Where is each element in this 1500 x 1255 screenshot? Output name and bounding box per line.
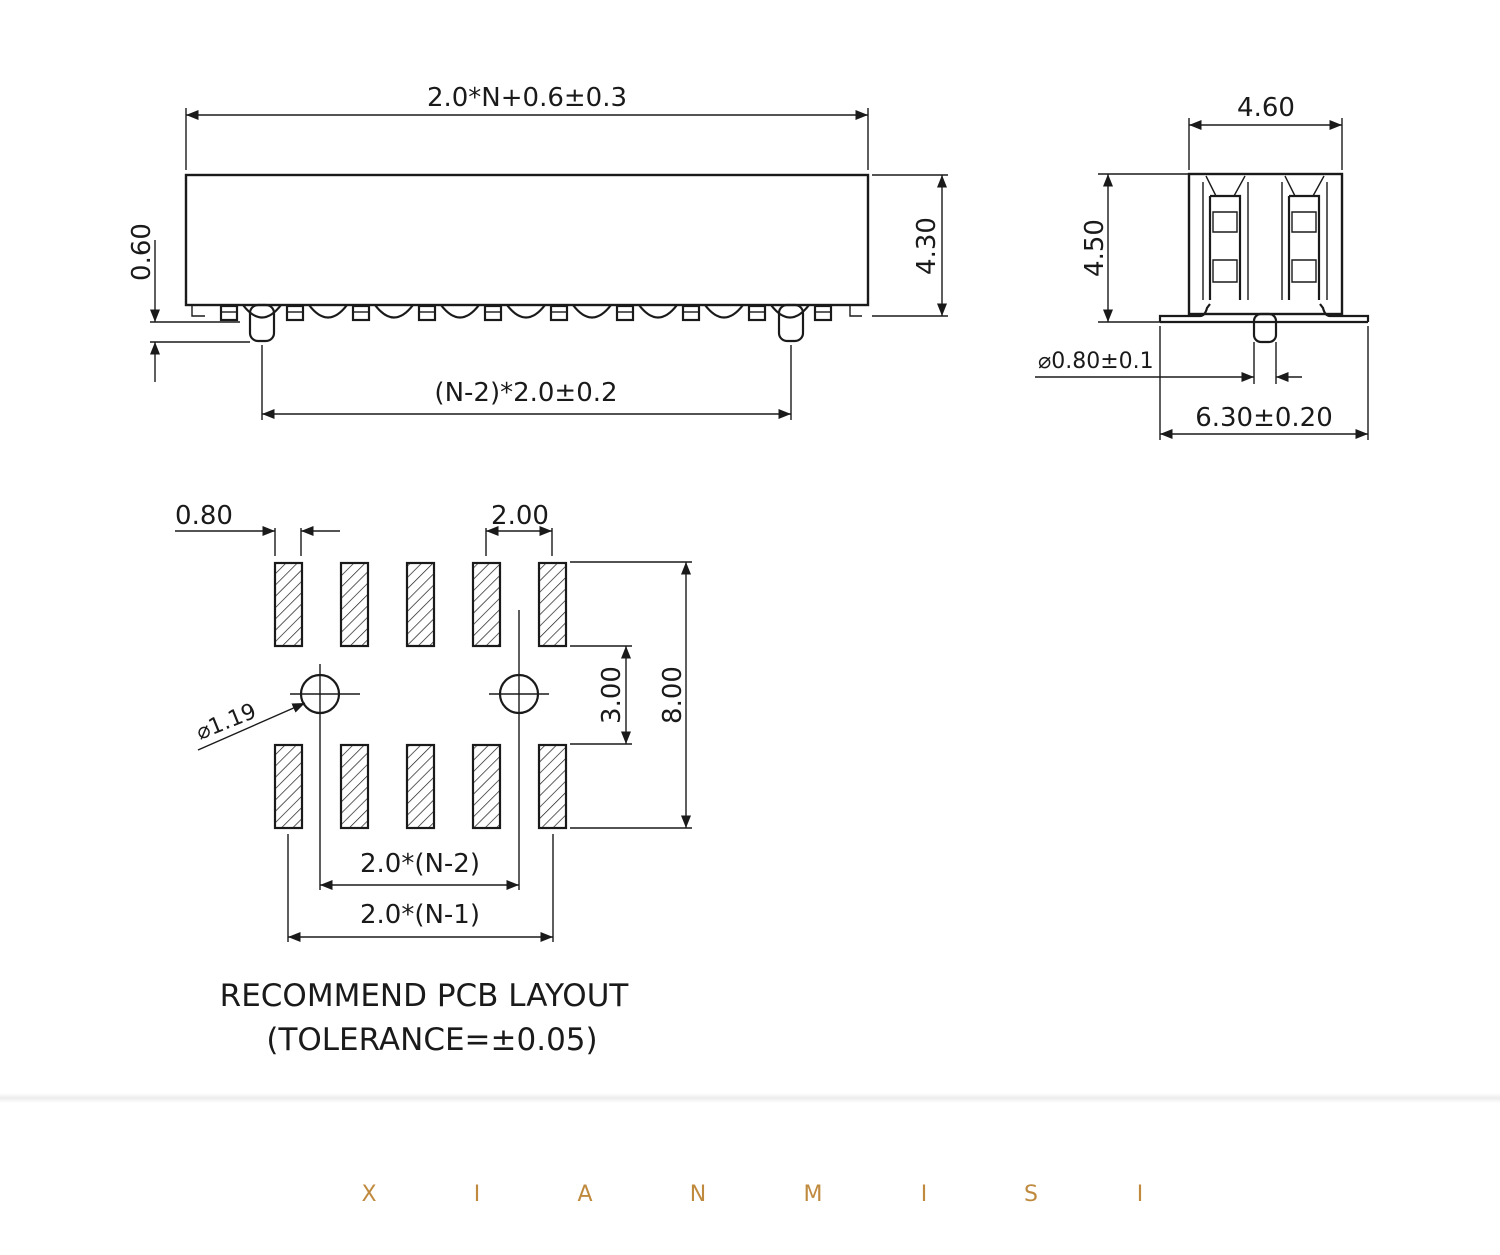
pcb-pad [471,561,502,648]
brand-letter: X [361,1182,377,1207]
pcb-pad [339,743,370,830]
pcb-pad [471,743,502,830]
hole-spacing-label: 2.0*(N-2) [360,849,480,879]
peg-pitch-label: (N-2)*2.0±0.2 [434,378,617,408]
overall-span-label: 8.00 [658,666,688,724]
brand-letter: M [803,1182,823,1207]
overall-length-label: 2.0*N+0.6±0.3 [427,83,627,113]
terminal-scallop [704,304,744,319]
terminal [615,304,635,322]
locating-peg-left [248,303,276,343]
terminal [747,304,767,322]
end-view: 4.60 4.50 [1035,93,1370,440]
terminal-scallop [374,304,414,319]
pcb-pad [537,561,568,648]
terminal [417,304,437,322]
terminal-row [191,304,862,322]
terminal-scallop [242,304,282,319]
locating-peg-right [777,303,805,343]
pcb-pad [405,743,436,830]
brand-wordmark: X I A N M I S I [0,1182,1500,1212]
peg-diameter-label: ⌀0.80±0.1 [1038,349,1154,374]
pad-array [273,561,568,830]
brand-letter: I [473,1182,481,1207]
end-width-label: 4.60 [1237,93,1295,123]
terminal [483,304,503,322]
terminal-scallop [770,304,810,319]
terminal-scallop [308,304,348,319]
terminal-scallop [440,304,480,319]
pcb-pad [273,743,304,830]
end-peg [1252,312,1278,344]
pcb-pad [273,561,304,648]
end-height-label: 4.50 [1080,219,1110,277]
pcb-layout-tolerance: (TOLERANCE=±0.05) [266,1022,597,1058]
pcb-pad [405,561,436,648]
pad-pitch-label: 2.00 [491,501,549,531]
terminal [351,304,371,322]
end-body [1187,172,1344,316]
terminal [681,304,701,322]
solder-tab-right [1319,303,1370,322]
side-view: 2.0*N+0.6±0.3 4.30 0.60 (N-2)*2.0±0.2 [127,83,948,420]
terminal [219,304,239,322]
hole-diameter-leader [197,702,306,751]
terminal [549,304,569,322]
pad-span-label: 2.0*(N-1) [360,900,480,930]
pcb-layout-title: RECOMMEND PCB LAYOUT [220,978,630,1014]
pcb-pad [339,561,370,648]
contact-left [1202,175,1249,300]
terminal-scallop [506,304,546,319]
footprint-width-label: 6.30±0.20 [1195,403,1333,433]
brand-letter: N [689,1182,707,1207]
contact-right [1281,175,1328,300]
pad-width-label: 0.80 [175,501,233,531]
terminal-scallop [638,304,678,319]
technical-drawing: 2.0*N+0.6±0.3 4.30 0.60 (N-2)*2.0±0.2 4.… [127,83,1370,1058]
pcb-pad [537,743,568,830]
brand-letter: I [1136,1182,1144,1207]
section-divider [0,1093,1500,1103]
brand-letter: A [577,1182,593,1207]
terminal [285,304,305,322]
terminal [813,304,833,322]
brand-letter: I [920,1182,928,1207]
connector-body [184,173,870,307]
pcb-layout: 0.80 2.00 ⌀1.19 3.00 8.00 2.0*(N-2) 2.0*… [175,501,692,1058]
terminal-scallop [572,304,612,319]
row-gap-label: 3.00 [597,666,627,724]
hole-diameter-label: ⌀1.19 [193,699,260,745]
height-label: 4.30 [912,217,942,275]
pin-offset-label: 0.60 [127,223,157,281]
solder-tab-left [1158,303,1211,322]
brand-letter: S [1024,1182,1038,1207]
